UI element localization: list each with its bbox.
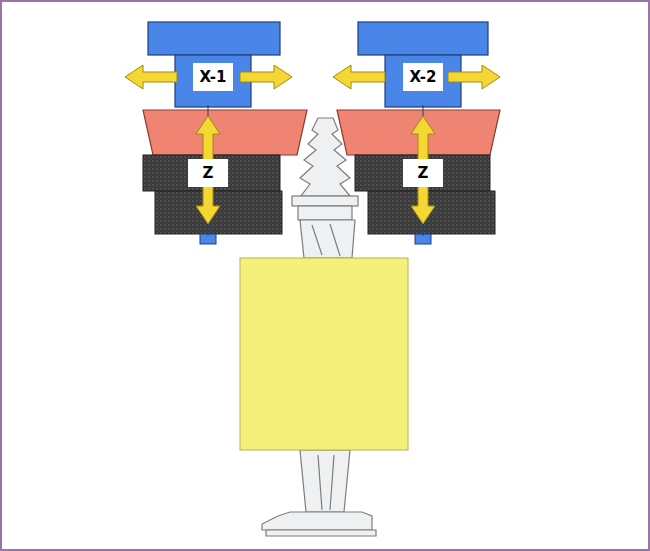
fixture-block xyxy=(240,258,408,450)
axis-label-box: X-2 xyxy=(403,63,443,91)
axis-label: X-2 xyxy=(409,70,436,85)
axis-label-box: X-1 xyxy=(193,63,233,91)
grinding-head-right xyxy=(337,22,500,244)
grinding-head-left xyxy=(143,22,307,244)
axis-label-box: Z xyxy=(188,159,228,187)
axis-label: Z xyxy=(203,166,214,181)
axis-label: Z xyxy=(418,166,429,181)
axis-label-box: Z xyxy=(403,159,443,187)
axis-label: X-1 xyxy=(199,70,226,85)
